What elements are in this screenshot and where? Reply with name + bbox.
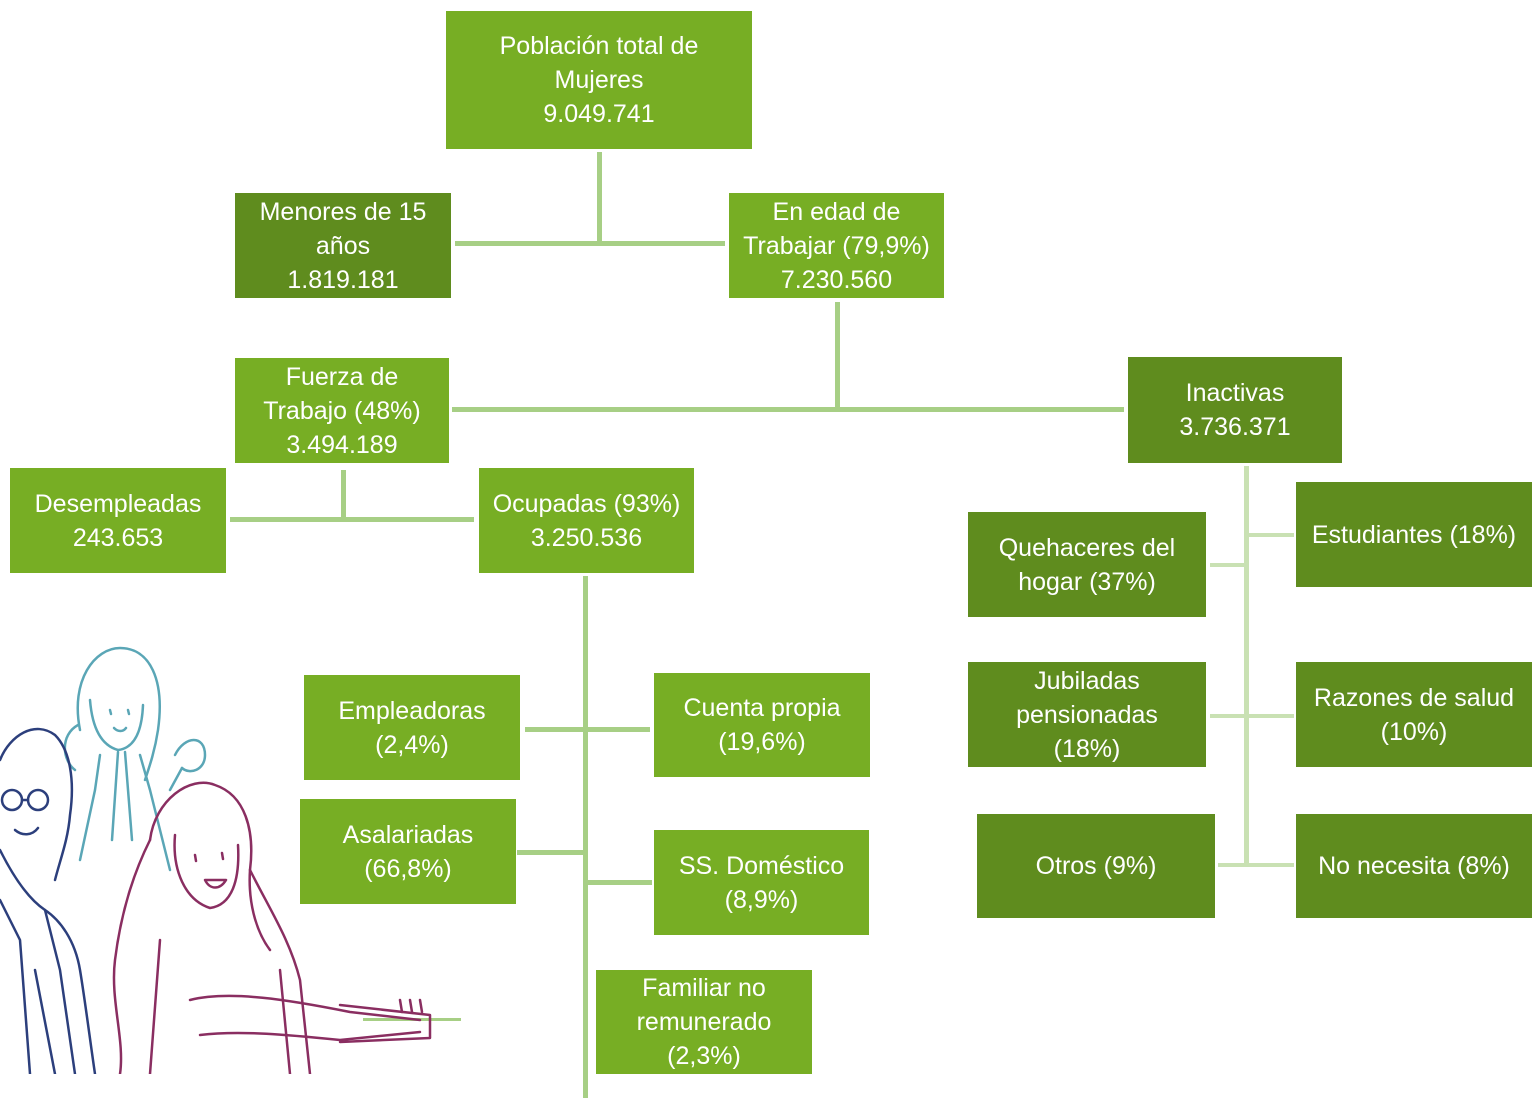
node-familiar: Familiar no remunerado (2,3%): [596, 970, 812, 1074]
node-ss-domestico: SS. Doméstico (8,9%): [654, 830, 869, 935]
node-text: (18%): [1053, 734, 1121, 763]
node-text: (2,3%): [667, 1042, 741, 1070]
connector: [455, 241, 725, 246]
women-illustration: [0, 646, 432, 1074]
connector: [1210, 563, 1246, 567]
node-text: 3.736.371: [1179, 413, 1291, 441]
node-text: Familiar no: [642, 974, 766, 1002]
node-text: 3.250.536: [530, 523, 643, 552]
connector: [230, 517, 474, 522]
node-text: 3.494.189: [286, 430, 398, 459]
connector: [1244, 466, 1249, 866]
node-text: Estudiantes (18%): [1311, 520, 1517, 549]
node-cuenta-propia: Cuenta propia (19,6%): [654, 673, 870, 777]
connector: [341, 470, 346, 520]
node-asalariadas: Asalariadas (66,8%): [300, 799, 516, 904]
node-desempleadas: Desempleadas 243.653: [10, 468, 226, 573]
node-text: Empleadoras: [338, 696, 486, 725]
node-text: Menores de 15: [259, 197, 427, 226]
node-empleadoras: Empleadoras (2,4%): [304, 675, 520, 780]
woman-right-drawing: [112, 781, 432, 1074]
node-text: (66,8%): [364, 854, 452, 883]
node-text: (8,9%): [724, 885, 799, 914]
node-text: hogar (37%): [1018, 567, 1156, 596]
node-otros: Otros (9%): [977, 814, 1215, 918]
connector: [517, 850, 585, 855]
node-jubiladas: Jubiladas pensionadas (18%): [968, 662, 1206, 767]
node-text: Asalariadas: [342, 820, 474, 849]
connector: [1218, 863, 1294, 867]
node-text: En edad de: [772, 197, 901, 226]
node-quehaceres: Quehaceres del hogar (37%): [968, 512, 1206, 617]
node-text: remunerado: [636, 1008, 772, 1036]
connector: [835, 302, 840, 410]
node-text: Población total de: [499, 32, 699, 60]
node-text: años: [315, 231, 371, 260]
node-text: Otros (9%): [1035, 852, 1157, 880]
node-text: Ocupadas (93%): [492, 489, 681, 518]
node-salud: Razones de salud (10%): [1296, 662, 1532, 767]
node-text: No necesita (8%): [1318, 852, 1510, 880]
node-text: Razones de salud: [1313, 683, 1515, 712]
node-text: 7.230.560: [780, 265, 893, 294]
connector: [597, 152, 602, 244]
connector: [1246, 533, 1294, 537]
connector: [583, 576, 588, 1098]
node-text: 9.049.741: [543, 100, 655, 128]
node-text: pensionadas: [1016, 700, 1158, 729]
node-text: Cuenta propia: [683, 694, 841, 722]
node-text: Fuerza de: [285, 362, 399, 391]
node-estudiantes: Estudiantes (18%): [1296, 482, 1532, 587]
node-fuerza: Fuerza de Trabajo (48%) 3.494.189: [235, 358, 449, 463]
node-edad-trabajar: En edad de Trabajar (79,9%) 7.230.560: [729, 193, 944, 298]
node-text: SS. Doméstico: [678, 851, 845, 880]
node-text: (19,6%): [718, 728, 806, 756]
connector: [585, 880, 652, 885]
node-text: Quehaceres del: [998, 533, 1176, 562]
node-total: Población total de Mujeres 9.049.741: [446, 11, 752, 149]
woman-back-drawing: [63, 646, 207, 872]
node-text: 1.819.181: [287, 265, 399, 294]
connector: [1210, 714, 1294, 718]
node-text: 243.653: [72, 523, 164, 552]
node-ocupadas: Ocupadas (93%) 3.250.536: [479, 468, 694, 573]
node-text: Trabajar (79,9%): [743, 231, 930, 260]
node-text: (10%): [1380, 717, 1448, 746]
node-text: Mujeres: [554, 66, 644, 94]
node-no-necesita: No necesita (8%): [1296, 814, 1532, 918]
node-inactivas: Inactivas 3.736.371: [1128, 357, 1342, 463]
node-text: (2,4%): [375, 730, 449, 759]
node-text: Desempleadas: [34, 489, 202, 518]
node-menores: Menores de 15 años 1.819.181: [235, 193, 451, 298]
node-text: Trabajo (48%): [263, 396, 421, 425]
connector: [525, 727, 650, 732]
connector: [452, 407, 1124, 412]
woman-left-drawing: [0, 727, 97, 1074]
node-text: Inactivas: [1185, 379, 1285, 407]
node-text: Jubiladas: [1034, 666, 1140, 695]
